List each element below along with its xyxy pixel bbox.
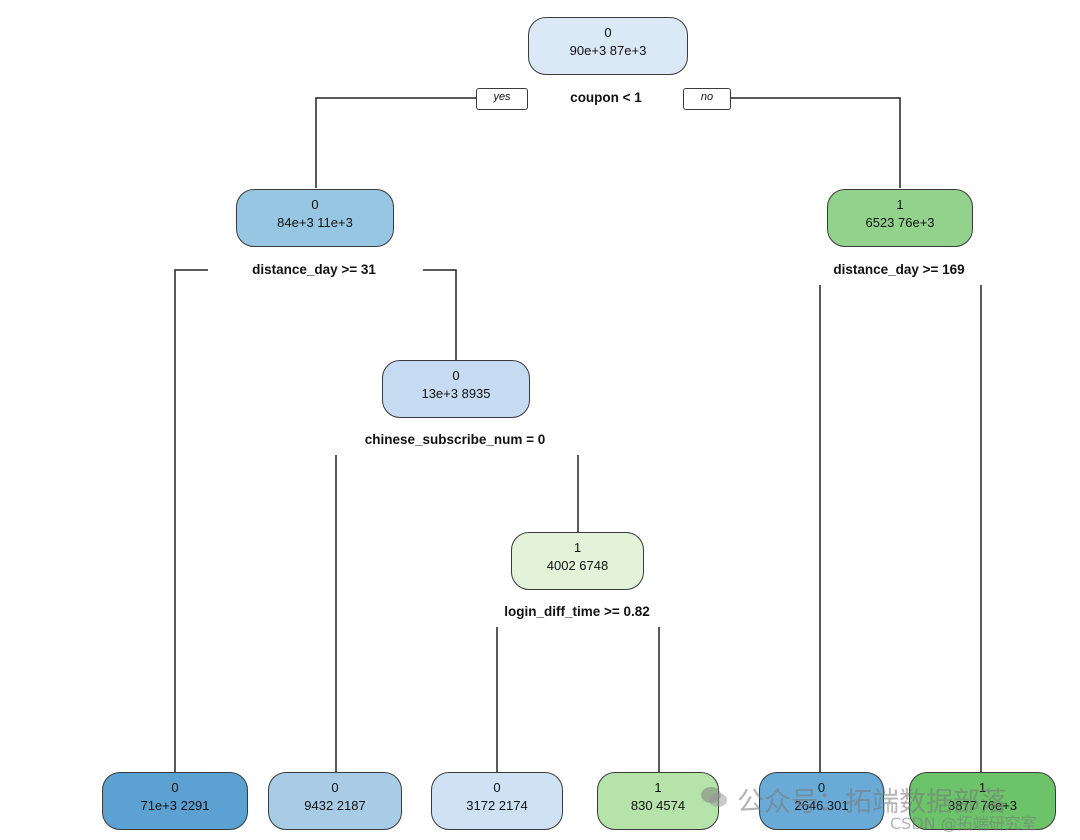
leaf-5: 0 2646 301 <box>759 772 884 830</box>
wechat-icon <box>701 787 727 807</box>
watermark-line2: CSDN @拓端研究室 <box>890 814 1037 833</box>
split-n5: chinese_subscribe_num = 0 <box>364 432 546 447</box>
node-counts: 3172 2174 <box>466 798 528 813</box>
node-counts: 13e+3 8935 <box>421 386 491 401</box>
no-label: no <box>683 88 731 110</box>
edge-n2-left <box>174 269 208 772</box>
node-counts: 90e+3 87e+3 <box>569 43 647 58</box>
node-counts: 3877 76e+3 <box>947 798 1018 813</box>
watermark-line1: 公众号：拓端数据部落 <box>737 787 1007 818</box>
node-root: 0 90e+3 87e+3 <box>528 17 688 75</box>
node-class: 0 <box>311 197 319 212</box>
node-counts: 4002 6748 <box>546 558 609 573</box>
leaf-2: 0 9432 2187 <box>268 772 402 830</box>
node-n3: 1 6523 76e+3 <box>827 189 973 247</box>
node-counts: 84e+3 11e+3 <box>277 215 353 230</box>
split-root: coupon < 1 <box>570 90 642 105</box>
leaf-6: 1 3877 76e+3 <box>909 772 1056 830</box>
node-n11: 1 4002 6748 <box>511 532 644 590</box>
node-counts: 830 4574 <box>630 798 686 813</box>
node-counts: 2646 301 <box>794 798 849 813</box>
node-class: 0 <box>604 25 612 40</box>
split-n2: distance_day >= 31 <box>252 262 376 277</box>
split-n3: distance_day >= 169 <box>833 262 965 277</box>
yes-label: yes <box>476 88 528 110</box>
node-class: 0 <box>452 368 460 383</box>
node-class: 0 <box>817 780 826 795</box>
node-counts: 6523 76e+3 <box>865 215 935 230</box>
node-class: 0 <box>331 780 339 795</box>
node-class: 0 <box>171 780 179 795</box>
node-class: 0 <box>493 780 501 795</box>
node-class: 1 <box>573 540 582 555</box>
edge-root-right <box>731 97 901 188</box>
node-counts: 9432 2187 <box>304 798 366 813</box>
node-n5: 0 13e+3 8935 <box>382 360 530 418</box>
node-counts: 71e+3 2291 <box>140 798 210 813</box>
edge-n2-right <box>423 269 457 360</box>
edge-root-left <box>315 97 477 188</box>
node-class: 1 <box>654 780 662 795</box>
node-n2: 0 84e+3 11e+3 <box>236 189 394 247</box>
node-class: 1 <box>978 780 987 795</box>
split-n11: login_diff_time >= 0.82 <box>504 604 650 619</box>
leaf-3: 0 3172 2174 <box>431 772 563 830</box>
node-class: 1 <box>896 197 904 212</box>
leaf-1: 0 71e+3 2291 <box>102 772 248 830</box>
leaf-4: 1 830 4574 <box>597 772 719 830</box>
